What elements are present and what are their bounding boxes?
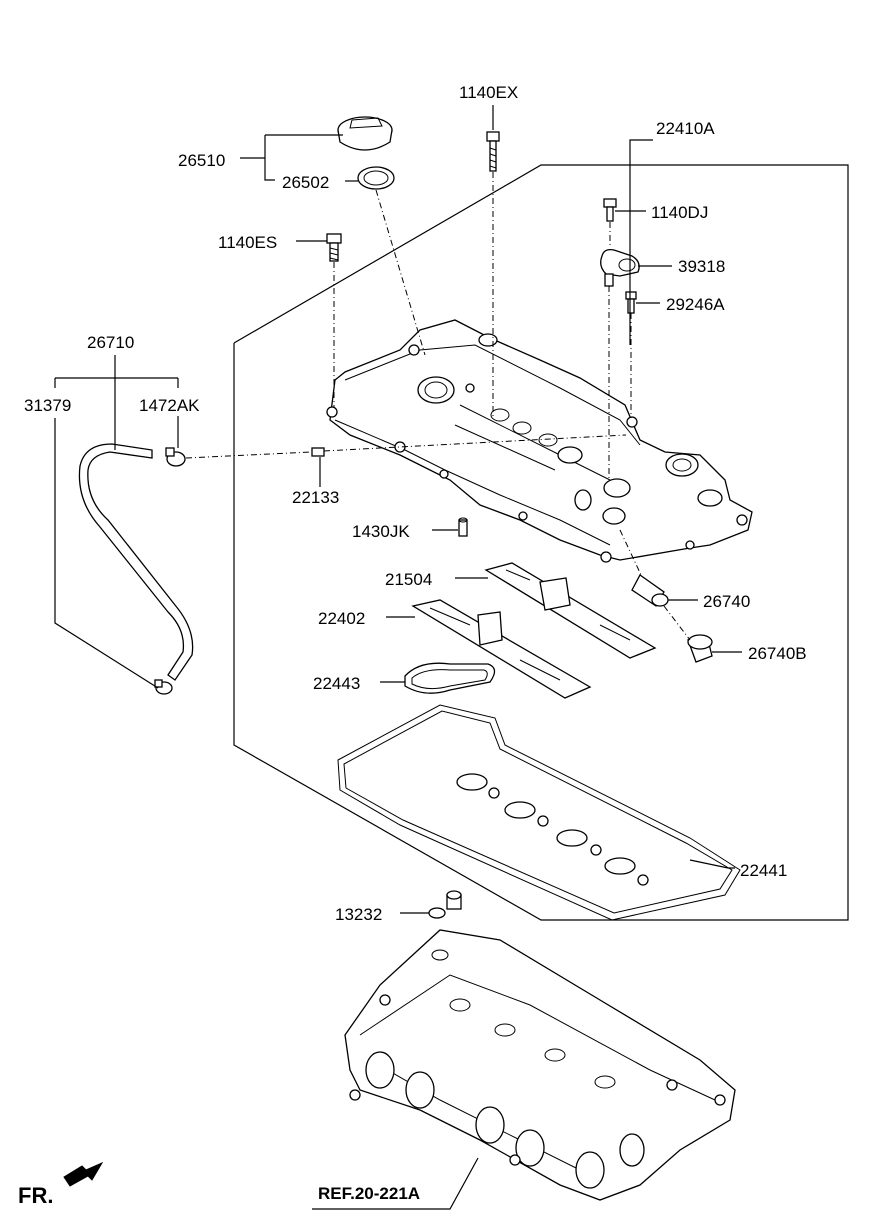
label-26740: 26740 <box>703 592 750 611</box>
oil-seal-26740 <box>631 574 669 607</box>
label-22441: 22441 <box>740 861 787 880</box>
label-21504: 21504 <box>385 570 432 589</box>
baffle-plate-21504 <box>484 562 657 659</box>
bolt-1140ex <box>486 131 500 172</box>
gasket-22402 <box>411 599 592 699</box>
pcv-valve-22133 <box>311 447 325 457</box>
label-22410a: 22410A <box>656 119 715 138</box>
label-22402: 22402 <box>318 609 365 628</box>
front-arrow-icon <box>63 1161 104 1187</box>
label-26710: 26710 <box>87 333 134 352</box>
front-direction-indicator: FR. <box>18 1161 104 1208</box>
label-1472ak: 1472AK <box>139 396 200 415</box>
part-labels: 26510 26502 1140EX 22410A 1140DJ 1140ES … <box>24 83 807 924</box>
dowel-pin-1430jk <box>458 517 468 537</box>
label-1140ex: 1140EX <box>459 83 518 102</box>
label-13232: 13232 <box>335 905 382 924</box>
hose-clamp-31379 <box>154 679 173 695</box>
label-26510: 26510 <box>178 151 225 170</box>
leader-lines <box>54 105 742 1210</box>
plug-13232 <box>428 890 462 919</box>
oil-filler-cap-gasket <box>357 166 395 190</box>
cylinder-head <box>344 929 736 1201</box>
bolt-1140es <box>326 233 342 262</box>
reference-label: REF.20-221A <box>318 1184 420 1203</box>
front-label: FR. <box>18 1183 53 1208</box>
label-1140dj: 1140DJ <box>651 203 708 222</box>
label-22443: 22443 <box>313 674 360 693</box>
rocker-cover-gasket-22441 <box>337 704 741 921</box>
pcv-connector-29246a <box>625 291 637 314</box>
oil-filler-cap <box>337 116 393 151</box>
hose-clamp-1472ak <box>165 447 186 467</box>
gasket-22443 <box>404 662 496 694</box>
label-1430jk: 1430JK <box>352 522 410 541</box>
label-39318: 39318 <box>678 257 725 276</box>
rocker-cover-assembly-boundary <box>233 164 849 921</box>
breather-hose <box>78 443 194 681</box>
label-26740b: 26740B <box>748 644 807 663</box>
label-31379: 31379 <box>24 396 71 415</box>
label-1140es: 1140ES <box>218 233 277 252</box>
bolt-1140dj <box>603 198 617 222</box>
alignment-lines <box>185 172 691 641</box>
cap-26740b <box>687 634 713 663</box>
label-26502: 26502 <box>282 173 329 192</box>
label-29246a: 29246A <box>666 295 725 314</box>
label-22133: 22133 <box>292 488 339 507</box>
camshaft-position-sensor <box>600 248 640 287</box>
